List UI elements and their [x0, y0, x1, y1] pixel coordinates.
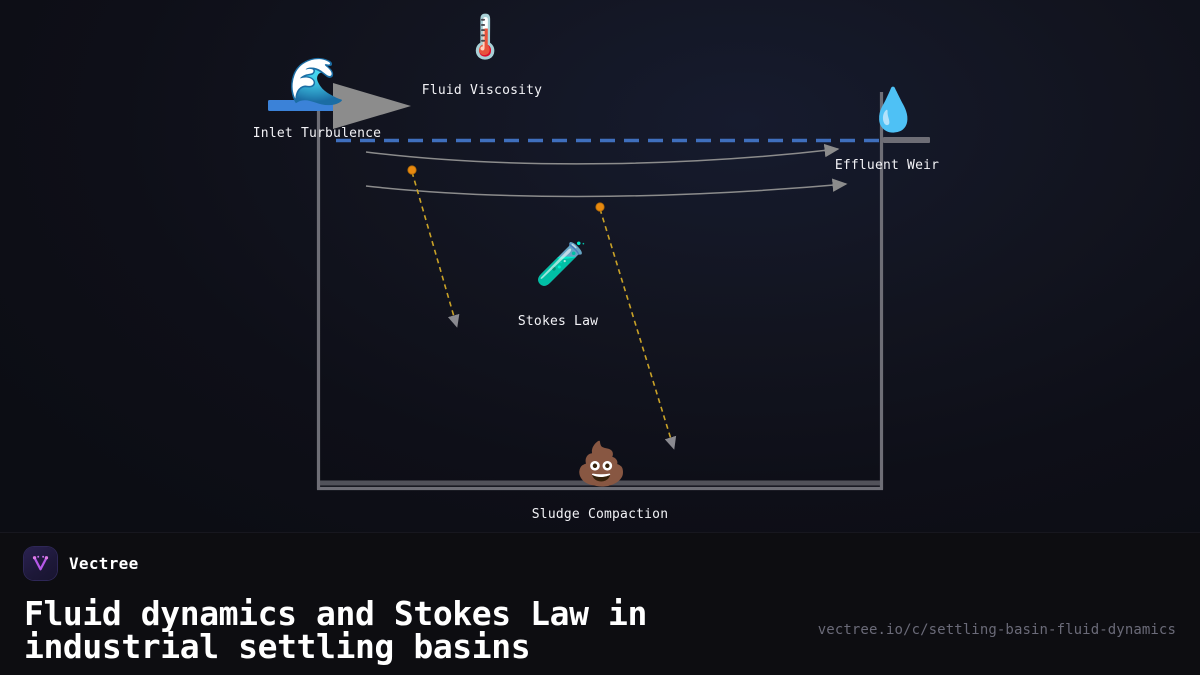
settling-particle-2: [595, 202, 677, 450]
thermometer-emoji: 🌡️: [459, 12, 512, 61]
source-url: vectree.io/c/settling-basin-fluid-dynami…: [817, 622, 1176, 638]
test-tube-emoji: 🧪: [535, 239, 588, 288]
logo-glyph: [32, 555, 49, 571]
inlet-flow-arrow: [333, 83, 411, 129]
streamline-lower: [365, 178, 848, 198]
basin-outline: [316, 92, 884, 491]
node-label-inlet-turbulence: Inlet Turbulence: [252, 126, 382, 141]
settling-particle-2-trail: [599, 208, 677, 450]
node-label-fluid-viscosity: Fluid Viscosity: [421, 83, 543, 98]
pile-of-poo-emoji: 💩: [575, 439, 628, 488]
settling-particle-1-dot: [407, 165, 417, 175]
node-label-effluent-weir: Effluent Weir: [834, 158, 940, 173]
water-wave-emoji: 🌊: [288, 54, 346, 108]
footer-bar: Vectree Fluid dynamics and Stokes Law in…: [0, 532, 1200, 675]
settling-particle-1-trail: [411, 171, 460, 328]
inlet-flow-bar: [268, 100, 336, 111]
settling-particle-1: [407, 165, 460, 328]
settling-basin-diagram: 🌊 Inlet Turbulence 🌡️ Fluid Viscosity 💧 …: [252, 12, 940, 523]
droplet-emoji: 💧: [867, 85, 920, 134]
brand-name: Vectree: [69, 554, 139, 573]
vectree-v-logo-icon: [24, 547, 57, 580]
effluent-weir-bar: [883, 137, 930, 143]
node-label-stokes-law: Stokes Law: [517, 314, 599, 329]
brand-row[interactable]: Vectree: [24, 547, 139, 580]
settling-particle-2-dot: [595, 202, 605, 212]
page-title: Fluid dynamics and Stokes Law in industr…: [24, 594, 647, 666]
horizontal-flow-streamlines: [365, 143, 848, 198]
diagram-vector-layer: [268, 83, 930, 491]
node-label-sludge-compaction: Sludge Compaction: [531, 507, 669, 522]
streamline-upper: [365, 143, 840, 165]
